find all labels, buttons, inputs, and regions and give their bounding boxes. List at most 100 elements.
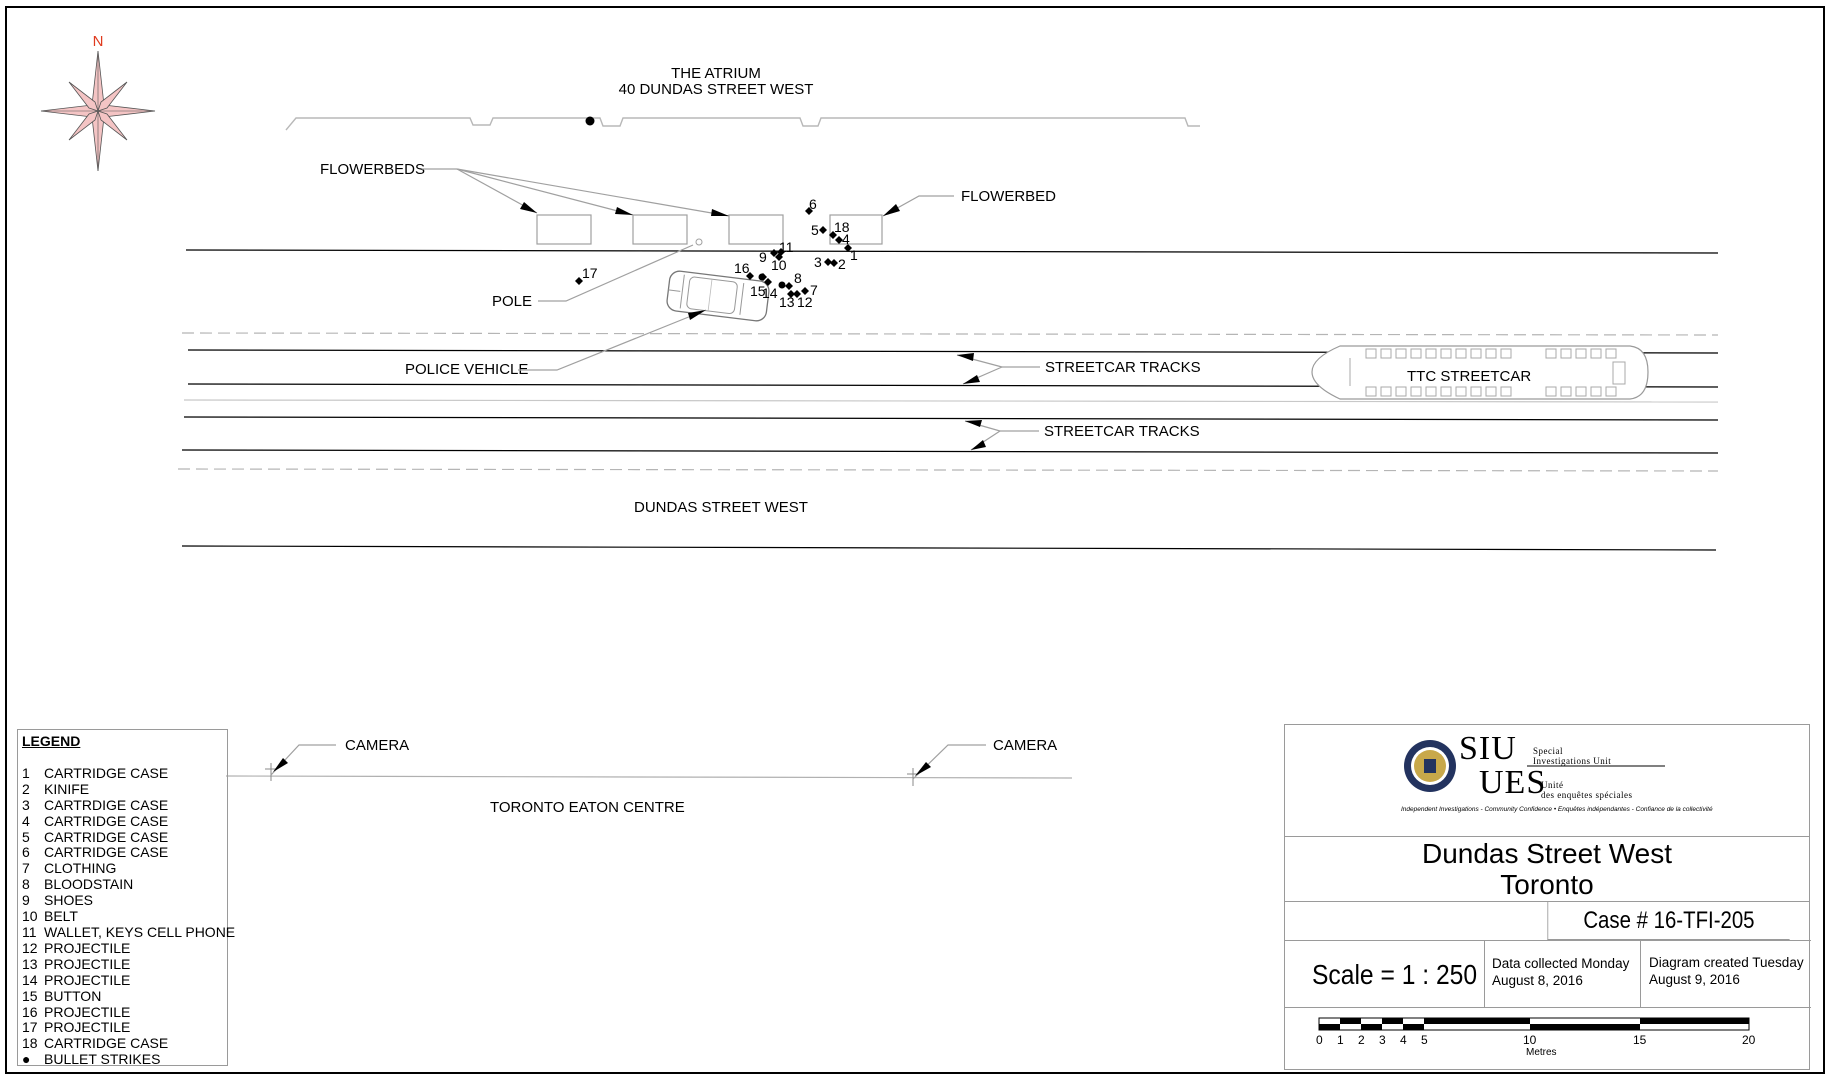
evidence-label-8: 8: [794, 270, 802, 286]
legend-item-number: 12: [22, 939, 38, 956]
scale-ratio: Scale = 1 : 250: [1285, 940, 1484, 1008]
track-line-3: [183, 416, 1719, 421]
data-collected-line1: Data collected Monday: [1492, 956, 1630, 971]
evidence-marker-cluster: [778, 281, 786, 289]
legend-item: 18 CARTRIDGE CASE: [22, 1035, 227, 1052]
arrowhead: [711, 209, 729, 216]
scale-tick-2: 2: [1358, 1033, 1365, 1047]
siu-logo-panel: SIU UES Special Investigations Unit Unit…: [1285, 725, 1809, 837]
arrowhead: [520, 202, 537, 213]
diagram-created-line2: August 9, 2016: [1649, 972, 1740, 987]
bullet-strike-dot-icon: ●: [22, 1051, 31, 1068]
evidence-label-9: 9: [759, 249, 767, 265]
legend-item-number: 17: [22, 1019, 38, 1036]
evidence-marker-2: [830, 259, 838, 267]
legend-item-label: CARTRIDGE CASE: [44, 812, 169, 829]
logo-siu-text: SIU: [1459, 730, 1517, 767]
ttc-streetcar-label: TTC STREETCAR: [1407, 368, 1531, 385]
legend-item-label: SHOES: [44, 892, 94, 909]
legend-item-number: 16: [22, 1003, 38, 1020]
evidence-marker-16: [746, 272, 754, 280]
north-curb-line: [185, 249, 1719, 254]
eaton-centre-label: TORONTO EATON CENTRE: [490, 799, 685, 816]
evidence-markers: [575, 207, 852, 298]
scale-tick-20: 20: [1742, 1033, 1756, 1047]
legend-item-label: CARTRIDGE CASE: [44, 828, 169, 845]
legend-item-label: CLOTHING: [44, 860, 117, 877]
evidence-label-13: 13: [779, 294, 795, 310]
arrowhead: [688, 310, 706, 320]
evidence-label-3: 3: [814, 254, 822, 270]
compass-north-label: N: [93, 33, 104, 50]
camera-1-icon: [265, 744, 336, 781]
legend-item-number: 13: [22, 955, 38, 972]
evidence-label-5: 5: [811, 222, 819, 238]
scale-ratio-text: Scale = 1 : 250: [1312, 959, 1478, 990]
police-vehicle-leader: [518, 309, 707, 371]
legend-item-number: 14: [22, 971, 38, 988]
legend-item-label: PROJECTILE: [44, 939, 131, 956]
flowerbed-leader: [882, 195, 954, 217]
arrowhead: [965, 420, 982, 427]
arrowhead: [957, 353, 974, 361]
camera-1-label: CAMERA: [345, 737, 409, 754]
scale-tick-3: 3: [1379, 1033, 1386, 1047]
legend-item-number: 5: [22, 828, 30, 845]
evidence-label-18: 18: [834, 219, 850, 235]
logo-tagline: Independent Investigations - Community C…: [1401, 806, 1713, 813]
legend-item-label: PROJECTILE: [44, 1003, 131, 1020]
legend-item-number: 6: [22, 844, 30, 861]
arrowhead: [615, 207, 633, 215]
siu-crest-icon: [1404, 740, 1456, 792]
legend-item-label: CARTRIDGE CASE: [44, 1035, 169, 1052]
eaton-centre-frontage: [225, 775, 1073, 779]
flowerbed-3: [728, 214, 784, 245]
evidence-marker-5: [819, 226, 827, 234]
scale-tick-10: 10: [1523, 1033, 1537, 1047]
compass-rose-icon: [40, 50, 156, 172]
legend-item: 12 PROJECTILE: [22, 939, 227, 957]
evidence-label-16: 16: [734, 260, 750, 276]
legend-item-label: PROJECTILE: [44, 971, 131, 988]
legend-item-number: 10: [22, 908, 38, 925]
evidence-label-14: 14: [762, 285, 778, 301]
legend-item-label: CARTRIDGE CASE: [44, 764, 169, 781]
legend-item: 14 PROJECTILE: [22, 971, 227, 989]
legend-item-number: 1: [22, 764, 30, 781]
evidence-marker-14: [764, 278, 772, 286]
legend-item: 5 CARTRIDGE CASE: [22, 828, 227, 846]
diagram-title-line1: Dundas Street West: [1421, 838, 1673, 869]
legend-bullet-strikes-row: ●BULLET STRIKES: [22, 1051, 227, 1068]
atrium-facade: [285, 117, 1200, 131]
legend-item-number: 7: [22, 860, 30, 877]
evidence-marker-9: [770, 249, 778, 257]
pole-leader: [538, 244, 694, 302]
data-collected-line2: August 8, 2016: [1492, 973, 1583, 988]
evidence-label-2: 2: [838, 256, 846, 272]
police-vehicle-label: POLICE VEHICLE: [405, 361, 528, 378]
evidence-marker-18: [829, 231, 837, 239]
dundas-street-label: DUNDAS STREET WEST: [634, 499, 808, 516]
evidence-marker-11: [777, 248, 785, 256]
evidence-label-12: 12: [797, 294, 813, 310]
legend-item-number: 18: [22, 1035, 38, 1052]
legend-item-label: CARTRDIGE CASE: [44, 796, 169, 813]
evidence-label-10: 10: [771, 257, 787, 273]
pole-marker: [695, 238, 703, 246]
lane-dash-line: [177, 468, 1719, 472]
police-vehicle-icon: [666, 270, 770, 322]
legend-item-number: 15: [22, 987, 38, 1004]
diagram-created: Diagram created Tuesday August 9, 2016: [1640, 940, 1811, 1008]
scale-bar-unit: Metres: [1526, 1047, 1557, 1058]
bullet-strike-marker: [585, 116, 595, 126]
arrowhead: [963, 375, 980, 384]
legend-item-number: 8: [22, 876, 30, 893]
flowerbed-1: [536, 214, 592, 245]
evidence-marker-6: [805, 207, 813, 215]
